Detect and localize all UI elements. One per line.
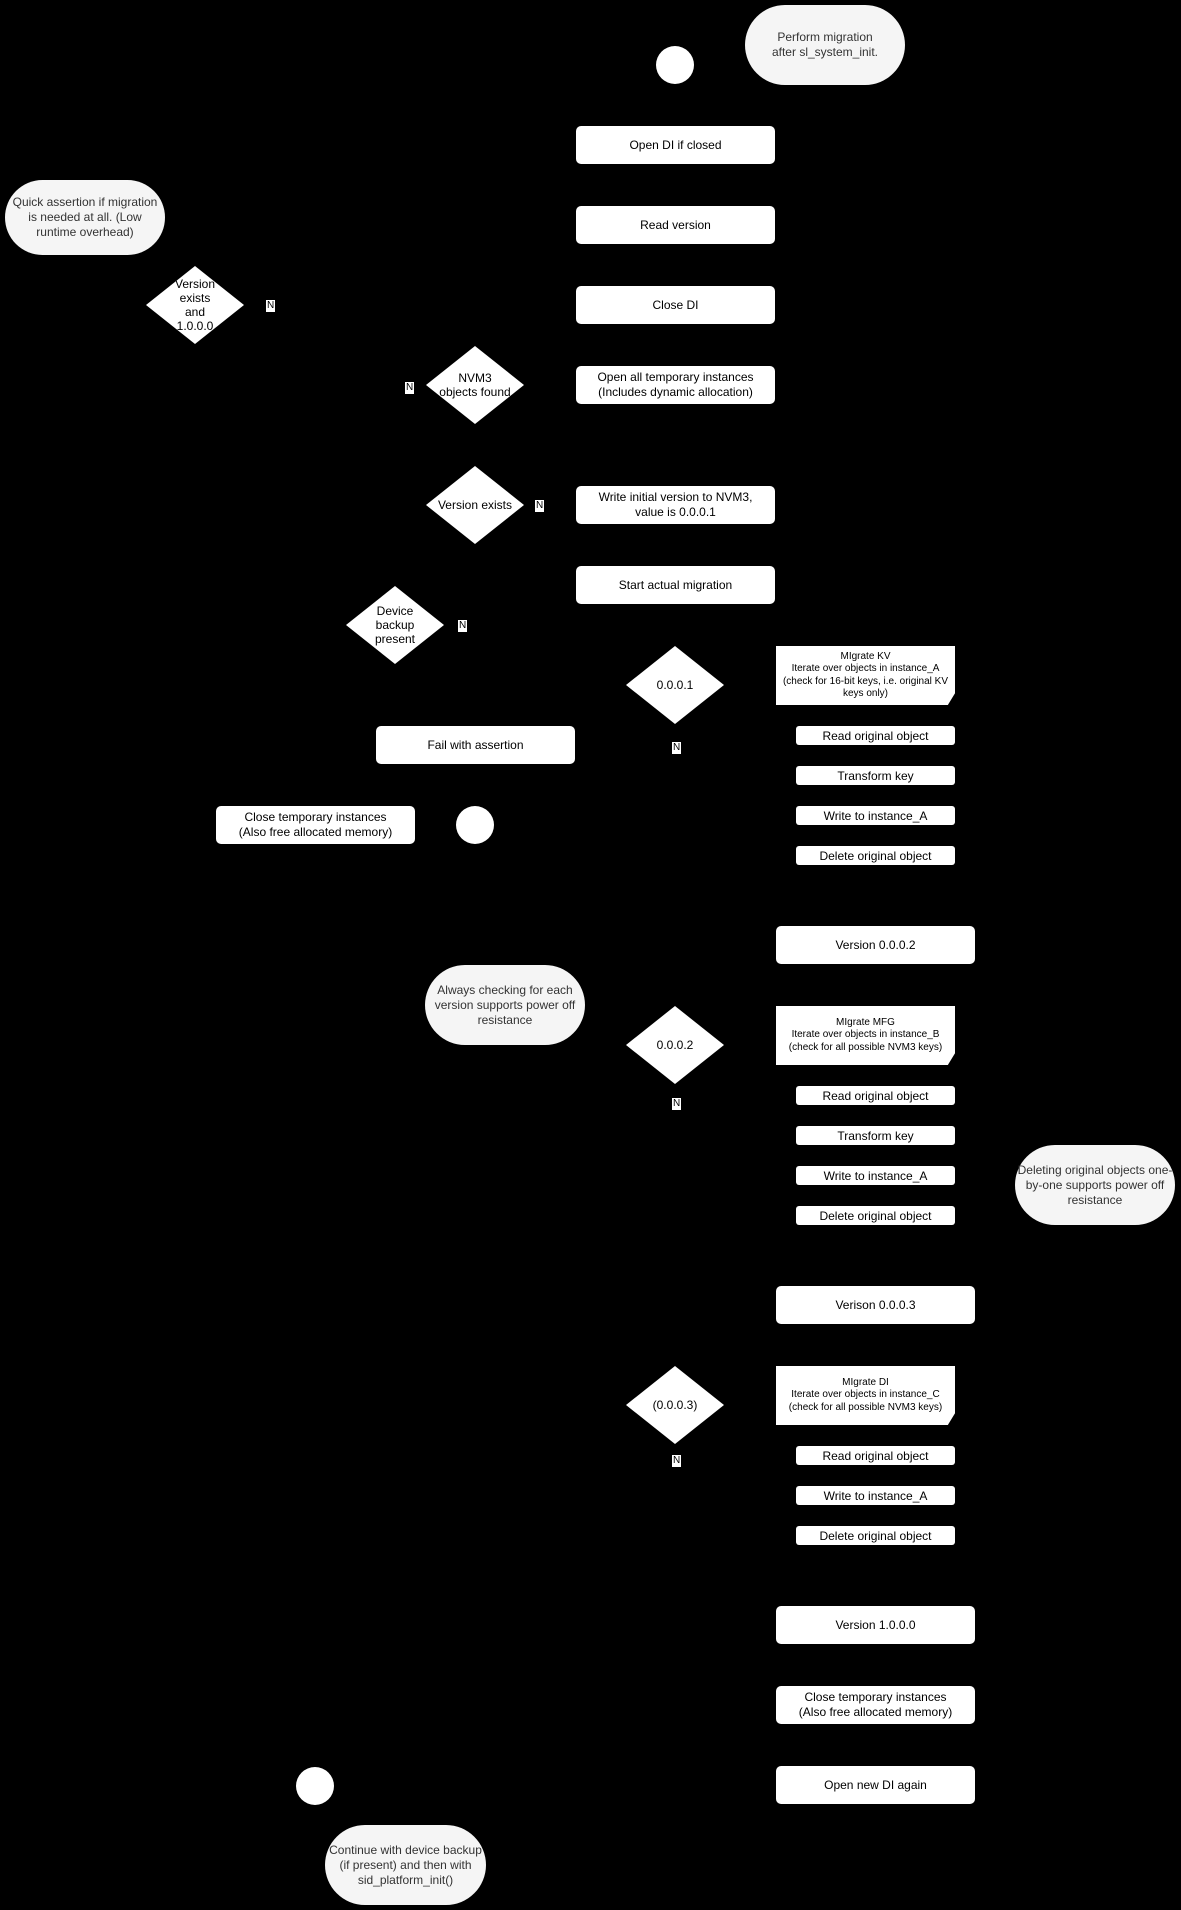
write-initial-version-box: Write initial version to NVM3, value is … — [576, 486, 775, 524]
decision-version-0001: 0.0.0.1 — [626, 646, 724, 724]
kv-step-write: Write to instance_A — [796, 806, 955, 825]
fail-with-assertion-box: Fail with assertion — [376, 726, 575, 764]
close-temp-instances-final-box: Close temporary instances (Also free all… — [776, 1686, 975, 1724]
mfg-step-transform: Transform key — [796, 1126, 955, 1145]
mfg-step-delete: Delete original object — [796, 1206, 955, 1225]
version-0003-box: Verison 0.0.0.3 — [776, 1286, 975, 1324]
migrate-kv-line2: (check for 16-bit keys, i.e. original KV… — [782, 675, 949, 700]
kv-step-delete: Delete original object — [796, 846, 955, 865]
migrate-kv-note: MIgrate KV Iterate over objects in insta… — [776, 646, 955, 705]
mfg-step-write: Write to instance_A — [796, 1166, 955, 1185]
version-1000-box: Version 1.0.0.0 — [776, 1606, 975, 1644]
migrate-mfg-line1: Iterate over objects in instance_B — [791, 1029, 940, 1041]
note-deleting-one-by-one: Deleting original objects one-by-one sup… — [1015, 1145, 1175, 1225]
edge-label-no: N — [266, 300, 276, 312]
decision-device-backup-present: Device backup present — [346, 586, 444, 664]
mfg-step-read: Read original object — [796, 1086, 955, 1105]
edge-label-no: N — [535, 500, 545, 512]
read-version-box: Read version — [576, 206, 775, 244]
close-temp-instances-left-box: Close temporary instances (Also free all… — [216, 806, 415, 844]
decision-version-exists: Version exists — [426, 466, 524, 544]
edge-label-no: N — [458, 620, 468, 632]
decision-nvm3-objects-found: NVM3 objects found — [426, 346, 524, 424]
migrate-kv-title: MIgrate KV — [840, 650, 891, 662]
migrate-di-line1: Iterate over objects in instance_C — [791, 1389, 940, 1401]
migrate-di-title: MIgrate DI — [842, 1376, 889, 1388]
note-perform-migration: Perform migration after sl_system_init. — [745, 5, 905, 85]
edge-label-no: N — [672, 1455, 682, 1467]
edge-label-no: N — [405, 382, 415, 394]
kv-step-transform: Transform key — [796, 766, 955, 785]
note-quick-assertion: Quick assertion if migration is needed a… — [5, 180, 165, 255]
decision-version-0002: 0.0.0.2 — [626, 1006, 724, 1084]
start-migration-box: Start actual migration — [576, 566, 775, 604]
migrate-mfg-line2: (check for all possible NVM3 keys) — [788, 1041, 943, 1053]
di-step-delete: Delete original object — [796, 1526, 955, 1545]
migrate-mfg-title: MIgrate MFG — [836, 1016, 895, 1028]
start-node — [656, 46, 694, 84]
decision-version-0003: (0.0.0.3) — [626, 1366, 724, 1444]
kv-step-read: Read original object — [796, 726, 955, 745]
edge-label-no: N — [672, 1098, 682, 1110]
di-step-write: Write to instance_A — [796, 1486, 955, 1505]
end-node-success — [296, 1767, 334, 1805]
note-continue-with-backup: Continue with device backup (if present)… — [325, 1825, 486, 1905]
migrate-di-note: MIgrate DI Iterate over objects in insta… — [776, 1366, 955, 1425]
version-0002-box: Version 0.0.0.2 — [776, 926, 975, 964]
note-always-checking: Always checking for each version support… — [425, 965, 585, 1045]
edge-label-no: N — [672, 742, 682, 754]
di-step-read: Read original object — [796, 1446, 955, 1465]
end-node-failure — [456, 806, 494, 844]
decision-version-exists-1000: Version exists and 1.0.0.0 — [146, 266, 244, 344]
open-di-box: Open DI if closed — [576, 126, 775, 164]
open-new-di-box: Open new DI again — [776, 1766, 975, 1804]
migrate-mfg-note: MIgrate MFG Iterate over objects in inst… — [776, 1006, 955, 1065]
open-temp-instances-box: Open all temporary instances (Includes d… — [576, 366, 775, 404]
migrate-kv-line1: Iterate over objects in instance_A — [791, 663, 940, 674]
close-di-box: Close DI — [576, 286, 775, 324]
migrate-di-line2: (check for all possible NVM3 keys) — [788, 1401, 943, 1413]
